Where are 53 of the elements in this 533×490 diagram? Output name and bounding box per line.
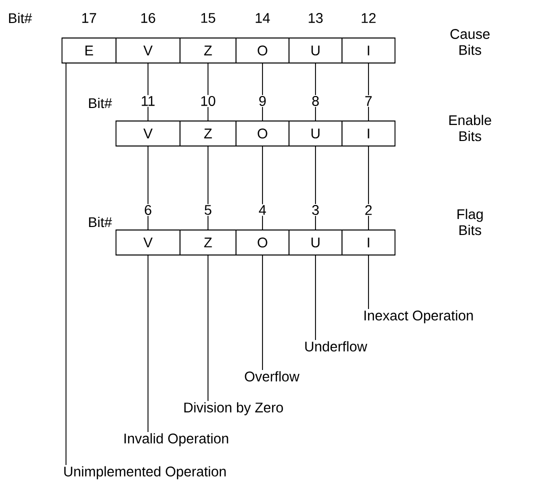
bit-number: 10 (199, 95, 217, 107)
connector-line (315, 255, 316, 340)
connector-line (262, 146, 263, 230)
bit-cell: O (236, 230, 290, 256)
bit-cell: V (116, 38, 180, 64)
bit-number: 12 (360, 12, 378, 24)
bit-number: 3 (310, 204, 320, 216)
row-label: Enable Bits (449, 114, 492, 142)
bit-cell: O (236, 120, 290, 146)
description-text: Underflow (305, 341, 368, 352)
bit-number: 5 (203, 204, 213, 216)
description-text: Invalid Operation (124, 433, 228, 446)
row-label: Cause Bits (450, 29, 490, 55)
bit-number: 15 (199, 12, 217, 24)
connector-line (368, 63, 369, 121)
description-text: Overflow (244, 371, 300, 382)
bit-number: 2 (364, 204, 374, 216)
bit-number: 17 (80, 12, 98, 24)
bit-cell: Z (180, 230, 236, 256)
description-text: Division by Zero (184, 402, 283, 416)
bit-cell: I (342, 38, 396, 64)
bit-header: Bit# (9, 12, 32, 24)
connector-line (368, 146, 369, 230)
bit-cell: Z (180, 38, 236, 64)
bit-header: Bit# (89, 98, 112, 108)
bit-number: 13 (306, 12, 324, 24)
bit-cell: E (62, 38, 116, 64)
bit-number: 6 (143, 204, 153, 216)
row-label: Flag Bits (458, 208, 483, 236)
description-text: Inexact Operation (364, 310, 473, 324)
bit-number: 9 (258, 95, 268, 107)
bit-cell: U (288, 230, 342, 256)
bit-number: 16 (139, 12, 157, 24)
connector-line (315, 146, 316, 230)
bit-cell: V (116, 120, 180, 146)
bit-number: 8 (310, 95, 320, 107)
bit-cell: U (288, 120, 342, 146)
bit-header: Bit# (89, 216, 112, 228)
bit-number: 4 (258, 204, 268, 216)
bit-number: 11 (140, 95, 156, 107)
connector-line (368, 255, 369, 310)
connector-line (315, 63, 316, 121)
bit-cell: U (288, 38, 342, 64)
bit-cell: V (116, 230, 180, 256)
bit-cell: I (342, 230, 396, 256)
bit-number: 7 (364, 95, 374, 107)
bit-cell: Z (180, 120, 236, 146)
connector-line (262, 63, 263, 121)
bit-cell: O (236, 38, 290, 64)
description-text: Unimplemented Operation (64, 466, 226, 480)
bit-cell: I (342, 120, 396, 146)
bit-number: 14 (254, 12, 272, 24)
connector-line (262, 255, 263, 370)
